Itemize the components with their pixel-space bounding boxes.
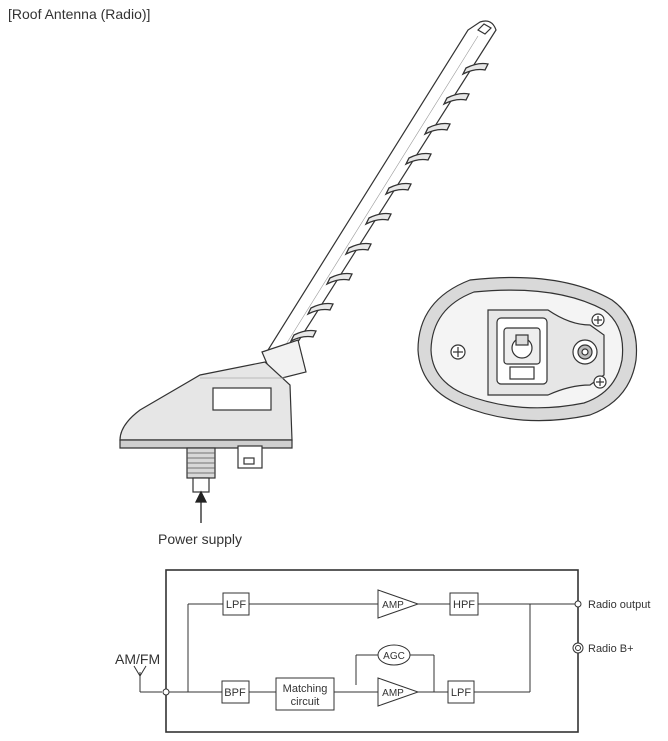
hpf-label: HPF	[453, 599, 475, 611]
agc-label: AGC	[383, 651, 405, 662]
am-fm-label: AM/FM	[115, 651, 160, 667]
lpf-bottom-block: LPF	[447, 680, 475, 704]
agc-block: AGC	[377, 644, 411, 666]
antenna-coil	[289, 62, 489, 343]
antenna-base	[119, 339, 307, 493]
matching-circuit-label-line2: circuit	[291, 696, 320, 708]
power-supply-label: Power supply	[158, 531, 242, 547]
hpf-block: HPF	[449, 592, 479, 616]
antenna-base-bottom-view	[417, 276, 638, 422]
amp-bottom-label: AMP	[382, 688, 404, 699]
amp-top-block: AMP	[377, 589, 420, 619]
radio-output-terminal: Radio output	[574, 599, 650, 611]
lpf-top-block: LPF	[222, 592, 250, 616]
amp-top-label: AMP	[382, 600, 404, 611]
amp-bottom-block: AMP	[377, 677, 420, 707]
lpf-top-label: LPF	[226, 599, 246, 611]
matching-circuit-label-line1: Matching	[283, 683, 328, 695]
radio-output-label: Radio output	[588, 599, 650, 611]
lpf-bottom-label: LPF	[451, 687, 471, 699]
am-fm-input	[133, 665, 170, 696]
matching-circuit-block: Matching circuit	[275, 677, 335, 711]
page-title: [Roof Antenna (Radio)]	[8, 6, 151, 22]
bpf-label: BPF	[224, 687, 246, 699]
power-supply-arrow	[194, 490, 208, 523]
bpf-block: BPF	[221, 680, 250, 704]
radio-b-plus-terminal: Radio B+	[572, 642, 634, 655]
radio-b-plus-label: Radio B+	[588, 643, 634, 655]
